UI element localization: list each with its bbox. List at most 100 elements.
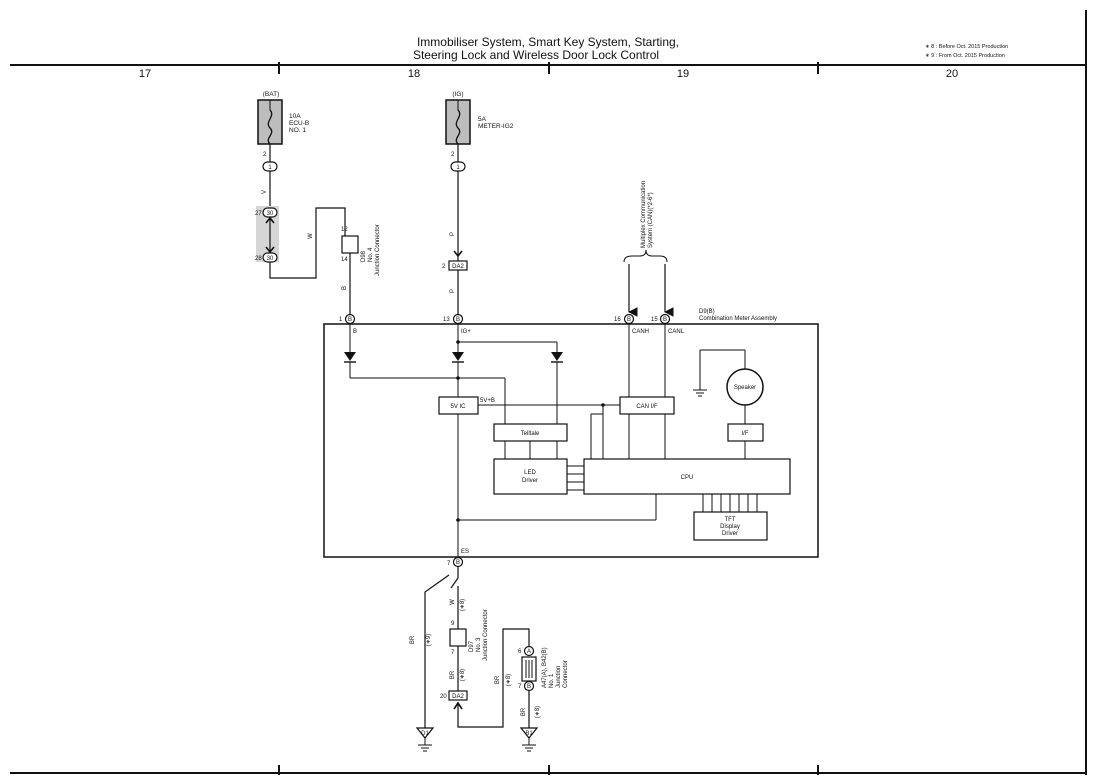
wire-label-w: W [308, 233, 314, 239]
svg-text:Display: Display [720, 524, 740, 530]
svg-text:5V IC: 5V IC [450, 404, 466, 410]
combination-meter-assembly [323, 323, 819, 558]
connector-30-bottom: 30 [262, 252, 278, 263]
meter-code: D9(B) [699, 309, 715, 315]
d97-code: D97 [469, 640, 475, 652]
a47-b42-name: No. 1 [549, 673, 555, 688]
d97-pin-9: 9 [451, 621, 455, 627]
ig-fuse-name: METER-IG2 [478, 123, 514, 130]
svg-text:DA2: DA2 [452, 264, 464, 270]
ig-fuse-pin: 2 [451, 152, 455, 158]
fuse-icon [445, 99, 471, 145]
a47-b42-code: A47(A), B42(B) [542, 647, 548, 688]
junction-connector-d98 [341, 235, 359, 254]
svg-text:I/F: I/F [742, 431, 749, 437]
meter-terminal-b: B [344, 313, 356, 325]
junction-connector-a47-b42: A B [521, 645, 537, 692]
column-number-17: 17 [139, 68, 151, 80]
column-number-20: 20 [946, 68, 958, 80]
ground-point-b1: B1 [519, 727, 539, 752]
meter-label-ig: IG+ [461, 329, 471, 335]
wire-label-br-right: BR [495, 675, 501, 684]
svg-text:TFT: TFT [725, 517, 736, 523]
ground-icon [693, 389, 707, 397]
bat-fuse-name: ECU-B [289, 120, 309, 127]
meter-label-b: B [353, 329, 357, 335]
block-5v-ic: 5V IC [438, 396, 479, 415]
connector-30-top: 30 [262, 207, 278, 218]
column-number-19: 19 [677, 68, 689, 80]
diagram-title-line2: Steering Lock and Wireless Door Lock Con… [413, 48, 659, 62]
bat-fuse-name-2: NO. 1 [289, 127, 306, 134]
meter-label-canl: CANL [668, 329, 685, 335]
fuse-icon [257, 99, 283, 145]
connector-pin-27: 27 [255, 211, 262, 217]
meter-pin-7: 7 [447, 561, 451, 567]
meter-terminal-canh: B [623, 313, 635, 325]
svg-text:30: 30 [267, 256, 274, 262]
svg-text:1: 1 [456, 165, 460, 171]
block-can-if: CAN I/F [619, 396, 675, 415]
meter-pin-13: 13 [443, 317, 450, 323]
bat-source-label: (BAT) [263, 91, 280, 98]
d98-name: No. 4 [368, 247, 374, 262]
svg-text:Driver: Driver [522, 478, 538, 484]
b42-pin-7: 7 [518, 684, 522, 690]
svg-text:D1: D1 [421, 731, 429, 737]
can-system-label: Multiplex Communication [641, 181, 647, 248]
svg-text:B: B [456, 560, 460, 566]
meter-pin-1: 1 [339, 317, 343, 323]
wire-note-br-mid: (∗8) [460, 669, 466, 681]
a47-b42-name-2: Junction [556, 666, 562, 688]
connector-da2-bottom: DA2 [448, 690, 468, 701]
svg-text:B1: B1 [525, 731, 533, 737]
meter-pin-15: 15 [651, 317, 658, 323]
svg-text:A: A [527, 649, 531, 655]
d97-name-2: Junction Connector [483, 609, 489, 661]
wire-label-p-2: P [450, 289, 456, 293]
wire-label-v: V [262, 190, 268, 194]
speaker-icon: Speaker [726, 368, 764, 406]
svg-text:CPU: CPU [681, 475, 694, 481]
ig-source-label: (IG) [452, 91, 463, 98]
svg-text:CAN I/F: CAN I/F [636, 404, 658, 410]
wire-label-w-lower: W [450, 599, 456, 605]
block-telltale: Telltale [493, 423, 568, 442]
meter-label-canh: CANH [632, 329, 649, 335]
svg-text:Telltale: Telltale [521, 431, 540, 437]
bat-fuse-rating: 10A [289, 113, 301, 120]
bat-fuse-pin: 2 [263, 152, 267, 158]
block-tft-display-driver: TFT Display Driver [693, 511, 768, 541]
a47-b42-name-3: Connector [563, 660, 569, 688]
meter-pin-16: 16 [614, 317, 621, 323]
svg-text:Driver: Driver [722, 531, 738, 537]
legend-note-2: ∗ 9 : From Oct. 2015 Production [925, 53, 1005, 59]
block-cpu: CPU [583, 458, 791, 495]
can-system-label-2: System (CAN)(*2-6*) [648, 192, 654, 248]
d97-name: No. 3 [476, 637, 482, 652]
svg-text:B: B [627, 317, 631, 323]
wire-label-p: P [450, 232, 456, 236]
d98-name-2: Junction Connector [375, 224, 381, 276]
svg-text:DA2: DA2 [452, 694, 464, 700]
ig-terminal: 1 [450, 161, 466, 172]
connector-da2-top: DA2 [448, 260, 468, 271]
d98-code: D98 [361, 250, 367, 262]
legend-note-1: ∗ 8 : Before Oct. 2015 Production [925, 44, 1008, 50]
diode-icon [452, 352, 464, 363]
wire-label-b: B [342, 286, 348, 290]
wire-note-w-lower: (∗8) [460, 599, 466, 611]
ig-fuse-rating: 5A [478, 116, 487, 123]
meter-terminal-canl: B [659, 313, 671, 325]
label-5v-b: 5V+B [480, 398, 495, 404]
svg-text:B: B [348, 317, 352, 323]
d98-pin-14: 14 [341, 257, 348, 263]
svg-text:B: B [456, 317, 460, 323]
meter-terminal-es: B [452, 556, 464, 568]
wire-label-br-left: BR [410, 635, 416, 644]
meter-label-es: ES [461, 549, 469, 555]
wire-note-br-left: (∗9) [426, 634, 432, 646]
block-if: I/F [727, 423, 764, 442]
d98-pin-12: 12 [341, 227, 348, 233]
block-led-driver: LED Driver [493, 458, 568, 495]
